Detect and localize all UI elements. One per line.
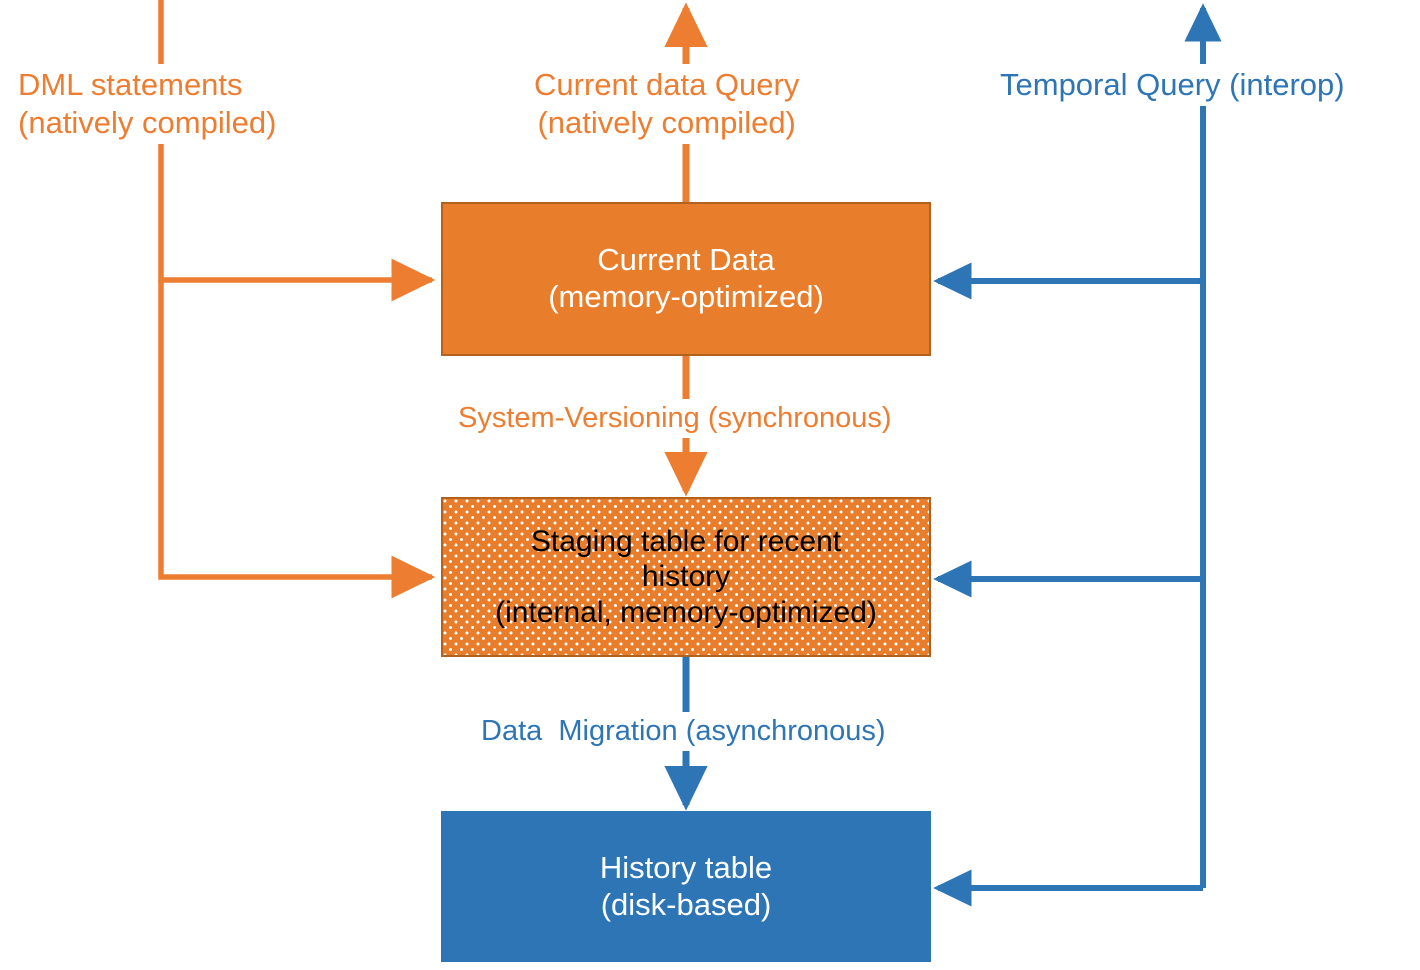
label-current-query-line1: Current data Query [534, 67, 800, 102]
label-temporal-query-line1: Temporal Query (interop) [1000, 67, 1345, 102]
label-current-query-line2: (natively compiled) [537, 104, 796, 140]
label-current-data-query: Current data Query(natively compiled) [530, 64, 804, 144]
node-history-table-line1: History table [599, 849, 773, 885]
node-current-data-line1: Current Data [597, 242, 775, 278]
node-staging-table-line2: history [641, 560, 731, 594]
node-history-table-line2: (disk-based) [600, 886, 772, 922]
connector-dml-to-staging-table [158, 280, 436, 599]
label-data-migration: Data Migration (asynchronous) [475, 712, 892, 752]
label-dml-line2: (natively compiled) [18, 104, 277, 140]
node-staging-table-line1: Staging table for recent [530, 524, 842, 558]
label-system-versioning: System-Versioning (synchronous) [452, 399, 898, 439]
label-temporal-query: Temporal Query (interop) [996, 64, 1349, 106]
node-current-data-text: Current Data(memory-optimized) [443, 242, 929, 315]
label-data-migration-line1: Data Migration (asynchronous) [481, 715, 886, 747]
label-system-versioning-line1: System-Versioning (synchronous) [458, 402, 892, 434]
node-current-data[interactable]: Current Data(memory-optimized) [441, 202, 931, 356]
label-dml-statements: DML statements(natively compiled) [14, 64, 281, 144]
node-history-table-text: History table(disk-based) [441, 850, 931, 923]
node-staging-table-line3: (internal, memory-optimized) [495, 595, 877, 629]
label-dml-line1: DML statements [18, 67, 243, 102]
node-current-data-line2: (memory-optimized) [548, 279, 824, 314]
node-history-table[interactable]: History table(disk-based) [441, 811, 931, 962]
